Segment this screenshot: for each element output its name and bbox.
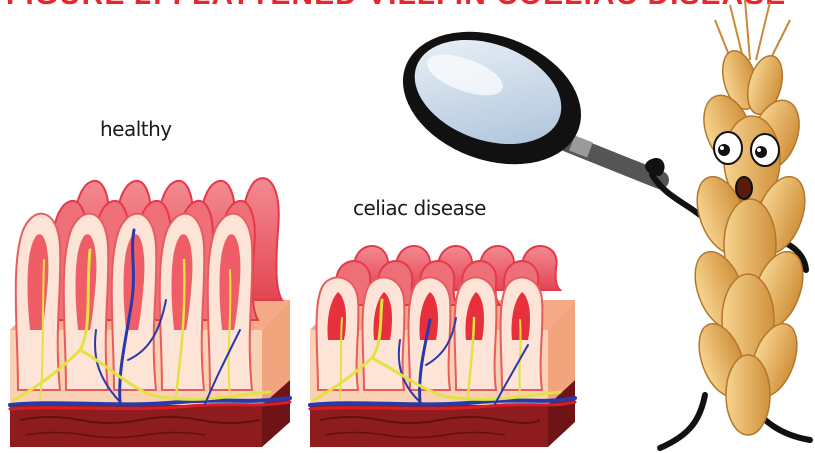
healthy-label: healthy [100, 117, 172, 141]
wheat-mouth [736, 177, 752, 199]
celiac-villus [409, 277, 451, 390]
healthy-villi-panel [10, 178, 290, 447]
wheat-character-icon [645, 0, 814, 448]
healthy-villus [16, 214, 61, 390]
celiac-villi-panel [310, 246, 575, 447]
magnifying-glass-icon [384, 8, 660, 187]
celiac-villus [455, 277, 497, 390]
celiac-disease-label: celiac disease [353, 196, 486, 220]
